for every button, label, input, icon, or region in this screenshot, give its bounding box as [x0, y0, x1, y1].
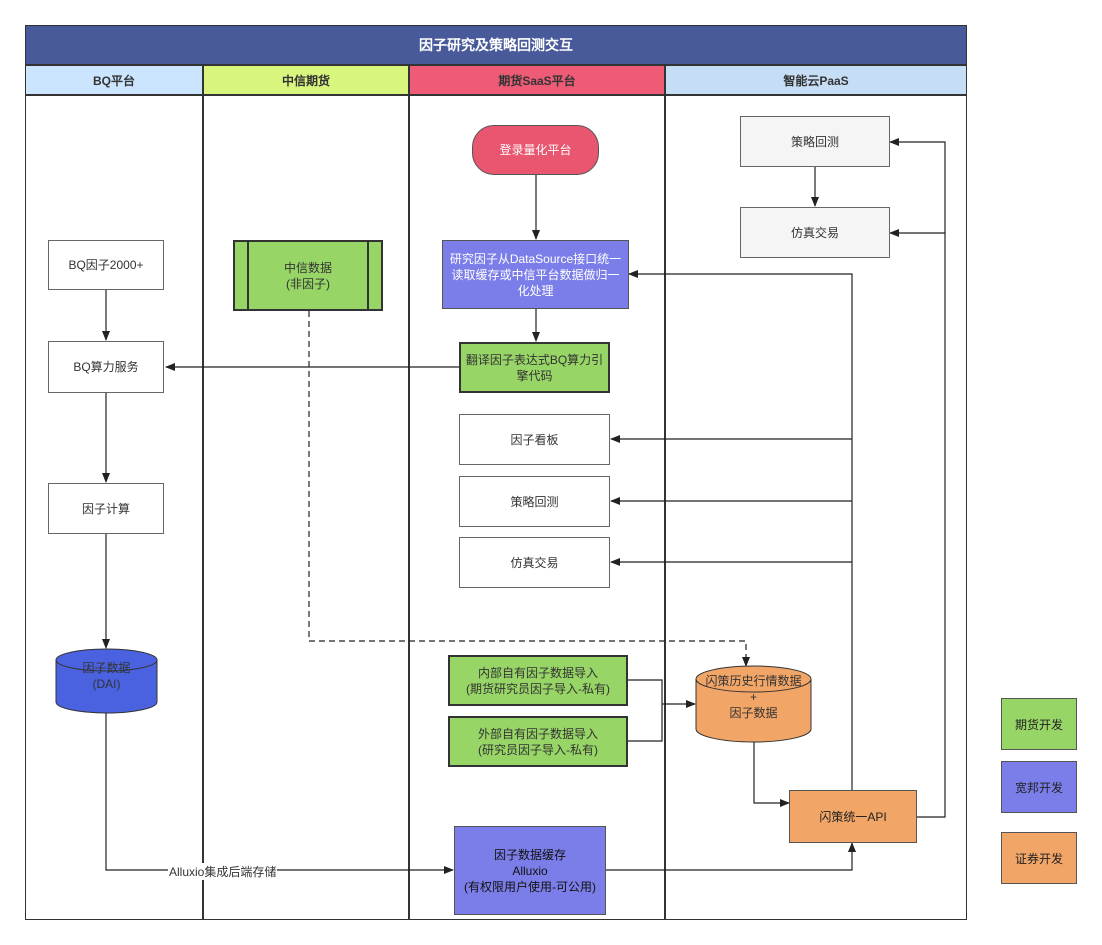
- alluxio-edge-label: Alluxio集成后端存储: [168, 863, 278, 880]
- lane-citic: [203, 95, 409, 920]
- lane-saas: [409, 95, 665, 920]
- dashboard-box: 因子看板: [459, 414, 610, 465]
- citic-data-left-bar: [247, 242, 259, 309]
- edge-history-to-api: [753, 742, 790, 807]
- bq-compute-box: BQ算力服务: [48, 341, 164, 393]
- lane-header-saas: 期货SaaS平台: [409, 65, 665, 95]
- internal-import-box: 内部自有因子数据导入 (期货研究员因子导入-私有): [448, 655, 628, 706]
- lane-paas: [665, 95, 967, 920]
- edge-api-to-research: [628, 270, 853, 790]
- simtrade-paas-box: 仿真交易: [740, 207, 890, 258]
- legend-kuanbang-dev: 宽邦开发: [1001, 761, 1077, 813]
- factor-db-label: 因子数据 (DAI): [82, 661, 131, 691]
- legend-futures-dev: 期货开发: [1001, 698, 1077, 750]
- external-import-box: 外部自有因子数据导入 (研究员因子导入-私有): [448, 716, 628, 767]
- history-db-cylinder: 闪策历史行情数据 + 因子数据: [695, 665, 812, 743]
- edge-citic-to-history: [308, 311, 750, 667]
- edge-api-to-backtest-paas: [889, 138, 946, 818]
- lane-header-bq: BQ平台: [25, 65, 203, 95]
- edge-internal-to-history: [628, 679, 663, 742]
- citic-data-box: 中信数据 (非因子): [233, 240, 383, 311]
- lane-header-citic: 中信期货: [203, 65, 409, 95]
- simtrade-saas-box: 仿真交易: [459, 537, 610, 588]
- backtest-saas-box: 策略回测: [459, 476, 610, 527]
- lane-header-paas: 智能云PaaS: [665, 65, 967, 95]
- bq-factor-box: BQ因子2000+: [48, 240, 164, 290]
- legend-securities-dev: 证券开发: [1001, 832, 1077, 884]
- api-box: 闪策统一API: [789, 790, 917, 843]
- edge-cache-to-api: [606, 842, 856, 871]
- cache-box: 因子数据缓存 Alluxio (有权限用户使用-可公用): [454, 826, 606, 915]
- diagram-title: 因子研究及策略回测交互: [25, 25, 967, 65]
- research-box: 研究因子从DataSource接口统一读取缓存或中信平台数据做归一化处理: [442, 240, 629, 309]
- factor-db-cylinder: 因子数据 (DAI): [55, 648, 158, 714]
- backtest-paas-box: 策略回测: [740, 116, 890, 167]
- login-node: 登录量化平台: [472, 125, 599, 175]
- history-db-label: 闪策历史行情数据 + 因子数据: [705, 674, 802, 720]
- edge-db-to-cache: [105, 712, 454, 874]
- lane-bq: [25, 95, 203, 920]
- citic-data-label: 中信数据 (非因子): [283, 260, 332, 291]
- factor-calc-box: 因子计算: [48, 483, 164, 534]
- translate-box: 翻译因子表达式BQ算力引擎代码: [459, 342, 610, 393]
- citic-data-right-bar: [357, 242, 369, 309]
